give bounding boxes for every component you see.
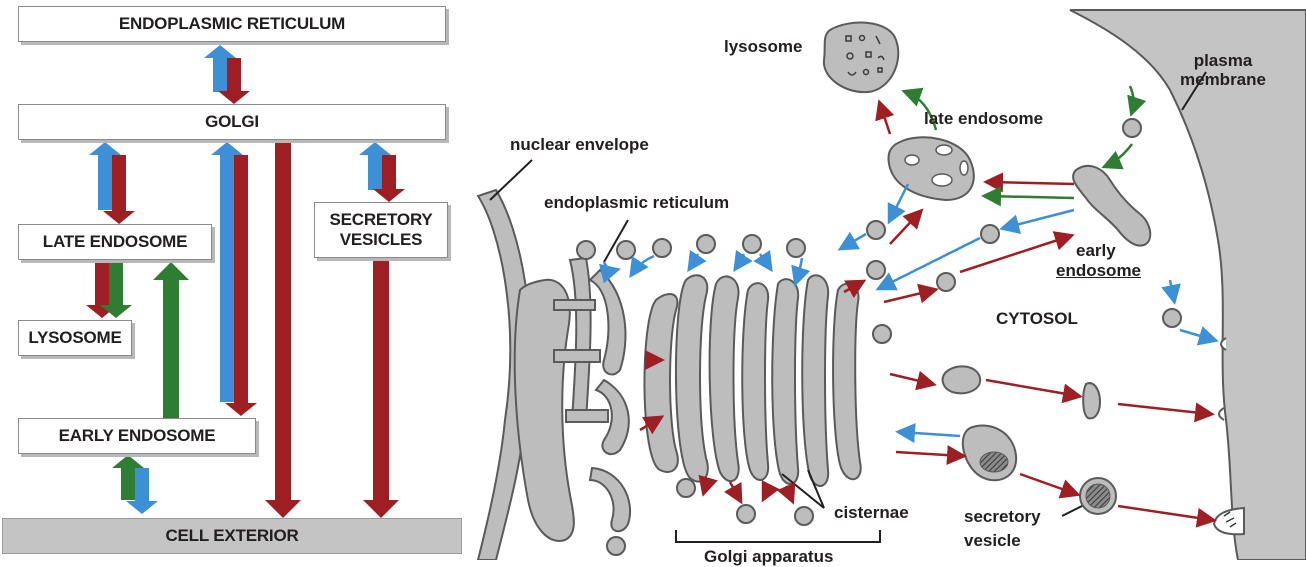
lysosome-shape xyxy=(822,21,900,94)
lysosome-content xyxy=(845,34,885,76)
flow-chart-arrows xyxy=(86,45,405,518)
er-label: ENDOPLASMIC RETICULUM xyxy=(118,14,346,34)
golgi-early-endosome-arrow xyxy=(211,142,257,416)
secretory-vesicle-pointer xyxy=(1061,505,1083,517)
endoplasmic-reticulum-label: endoplasmic reticulum xyxy=(544,193,730,212)
er-golgi-arrow xyxy=(204,45,250,104)
er-pointer xyxy=(603,219,629,263)
late-endosome-content xyxy=(904,144,969,187)
secretory-vesicle-shapes xyxy=(941,365,1117,515)
secretory-vesicle-label-line1: secretory xyxy=(964,507,1041,526)
nuclear-envelope-pointer xyxy=(489,159,533,201)
cisternae-pointer-2 xyxy=(807,469,825,509)
early-endosome-exterior-arrow xyxy=(112,455,158,514)
late-endosome-label-cell: late endosome xyxy=(924,109,1044,128)
early-endosome-label-line2: endosome xyxy=(1056,261,1142,280)
er-box: ENDOPLASMIC RETICULUM xyxy=(18,6,446,42)
secretory-vesicles-box: SECRETORY VESICLES xyxy=(314,202,448,258)
blue-transport-arrows xyxy=(599,183,1219,443)
secretory-vesicle-label-line2: vesicle xyxy=(964,531,1021,550)
nuclear-envelope-label: nuclear envelope xyxy=(510,135,649,154)
secretory-vesicles-label: SECRETORY VESICLES xyxy=(329,210,433,249)
early-endosome-box: EARLY ENDOSOME xyxy=(18,418,256,454)
transport-vesicles xyxy=(576,118,1182,556)
lysosome-box: LYSOSOME xyxy=(18,320,132,356)
early-late-endosome-arrow xyxy=(153,262,189,418)
golgi-apparatus-label: Golgi apparatus xyxy=(704,547,834,566)
red-transport-arrows xyxy=(639,99,1217,528)
early-endosome-label: EARLY ENDOSOME xyxy=(58,426,216,446)
exocytosis-content xyxy=(1223,511,1237,528)
early-endosome-label-line1: early xyxy=(1076,241,1116,260)
late-endosome-shape xyxy=(887,136,975,202)
cisternae-label: cisternae xyxy=(834,503,909,522)
golgi-secretory-arrow xyxy=(359,142,405,202)
green-transport-arrows xyxy=(901,85,1147,207)
membrane-pit-2 xyxy=(1218,407,1225,421)
late-endosome-lysosome-arrow xyxy=(86,262,132,318)
endoplasmic-reticulum-shape xyxy=(513,256,632,542)
golgi-late-endosome-arrow xyxy=(89,142,135,224)
cytosol-label: CYTOSOL xyxy=(996,309,1078,328)
cell-exterior-box: CELL EXTERIOR xyxy=(2,518,462,554)
golgi-box: GOLGI xyxy=(18,104,446,140)
golgi-cell-exterior-arrow xyxy=(265,142,301,518)
golgi-label: GOLGI xyxy=(205,112,259,132)
lysosome-label-cell: lysosome xyxy=(724,37,803,56)
late-endosome-box: LATE ENDOSOME xyxy=(18,224,212,260)
early-endosome-shape xyxy=(1072,164,1152,247)
golgi-cisternae xyxy=(643,274,862,487)
late-endosome-label: LATE ENDOSOME xyxy=(42,232,188,252)
cell-exterior-label: CELL EXTERIOR xyxy=(165,526,299,546)
cisternae-pointer-1 xyxy=(781,473,825,509)
plasma-membrane xyxy=(1069,9,1306,560)
membrane-pit-1 xyxy=(1220,337,1227,351)
lysosome-label: LYSOSOME xyxy=(28,328,122,348)
plasma-membrane-pointer xyxy=(1181,71,1207,111)
golgi-bracket xyxy=(675,530,881,543)
secretory-cell-exterior-arrow xyxy=(363,258,399,518)
plasma-membrane-label: plasma membrane xyxy=(1180,51,1266,89)
